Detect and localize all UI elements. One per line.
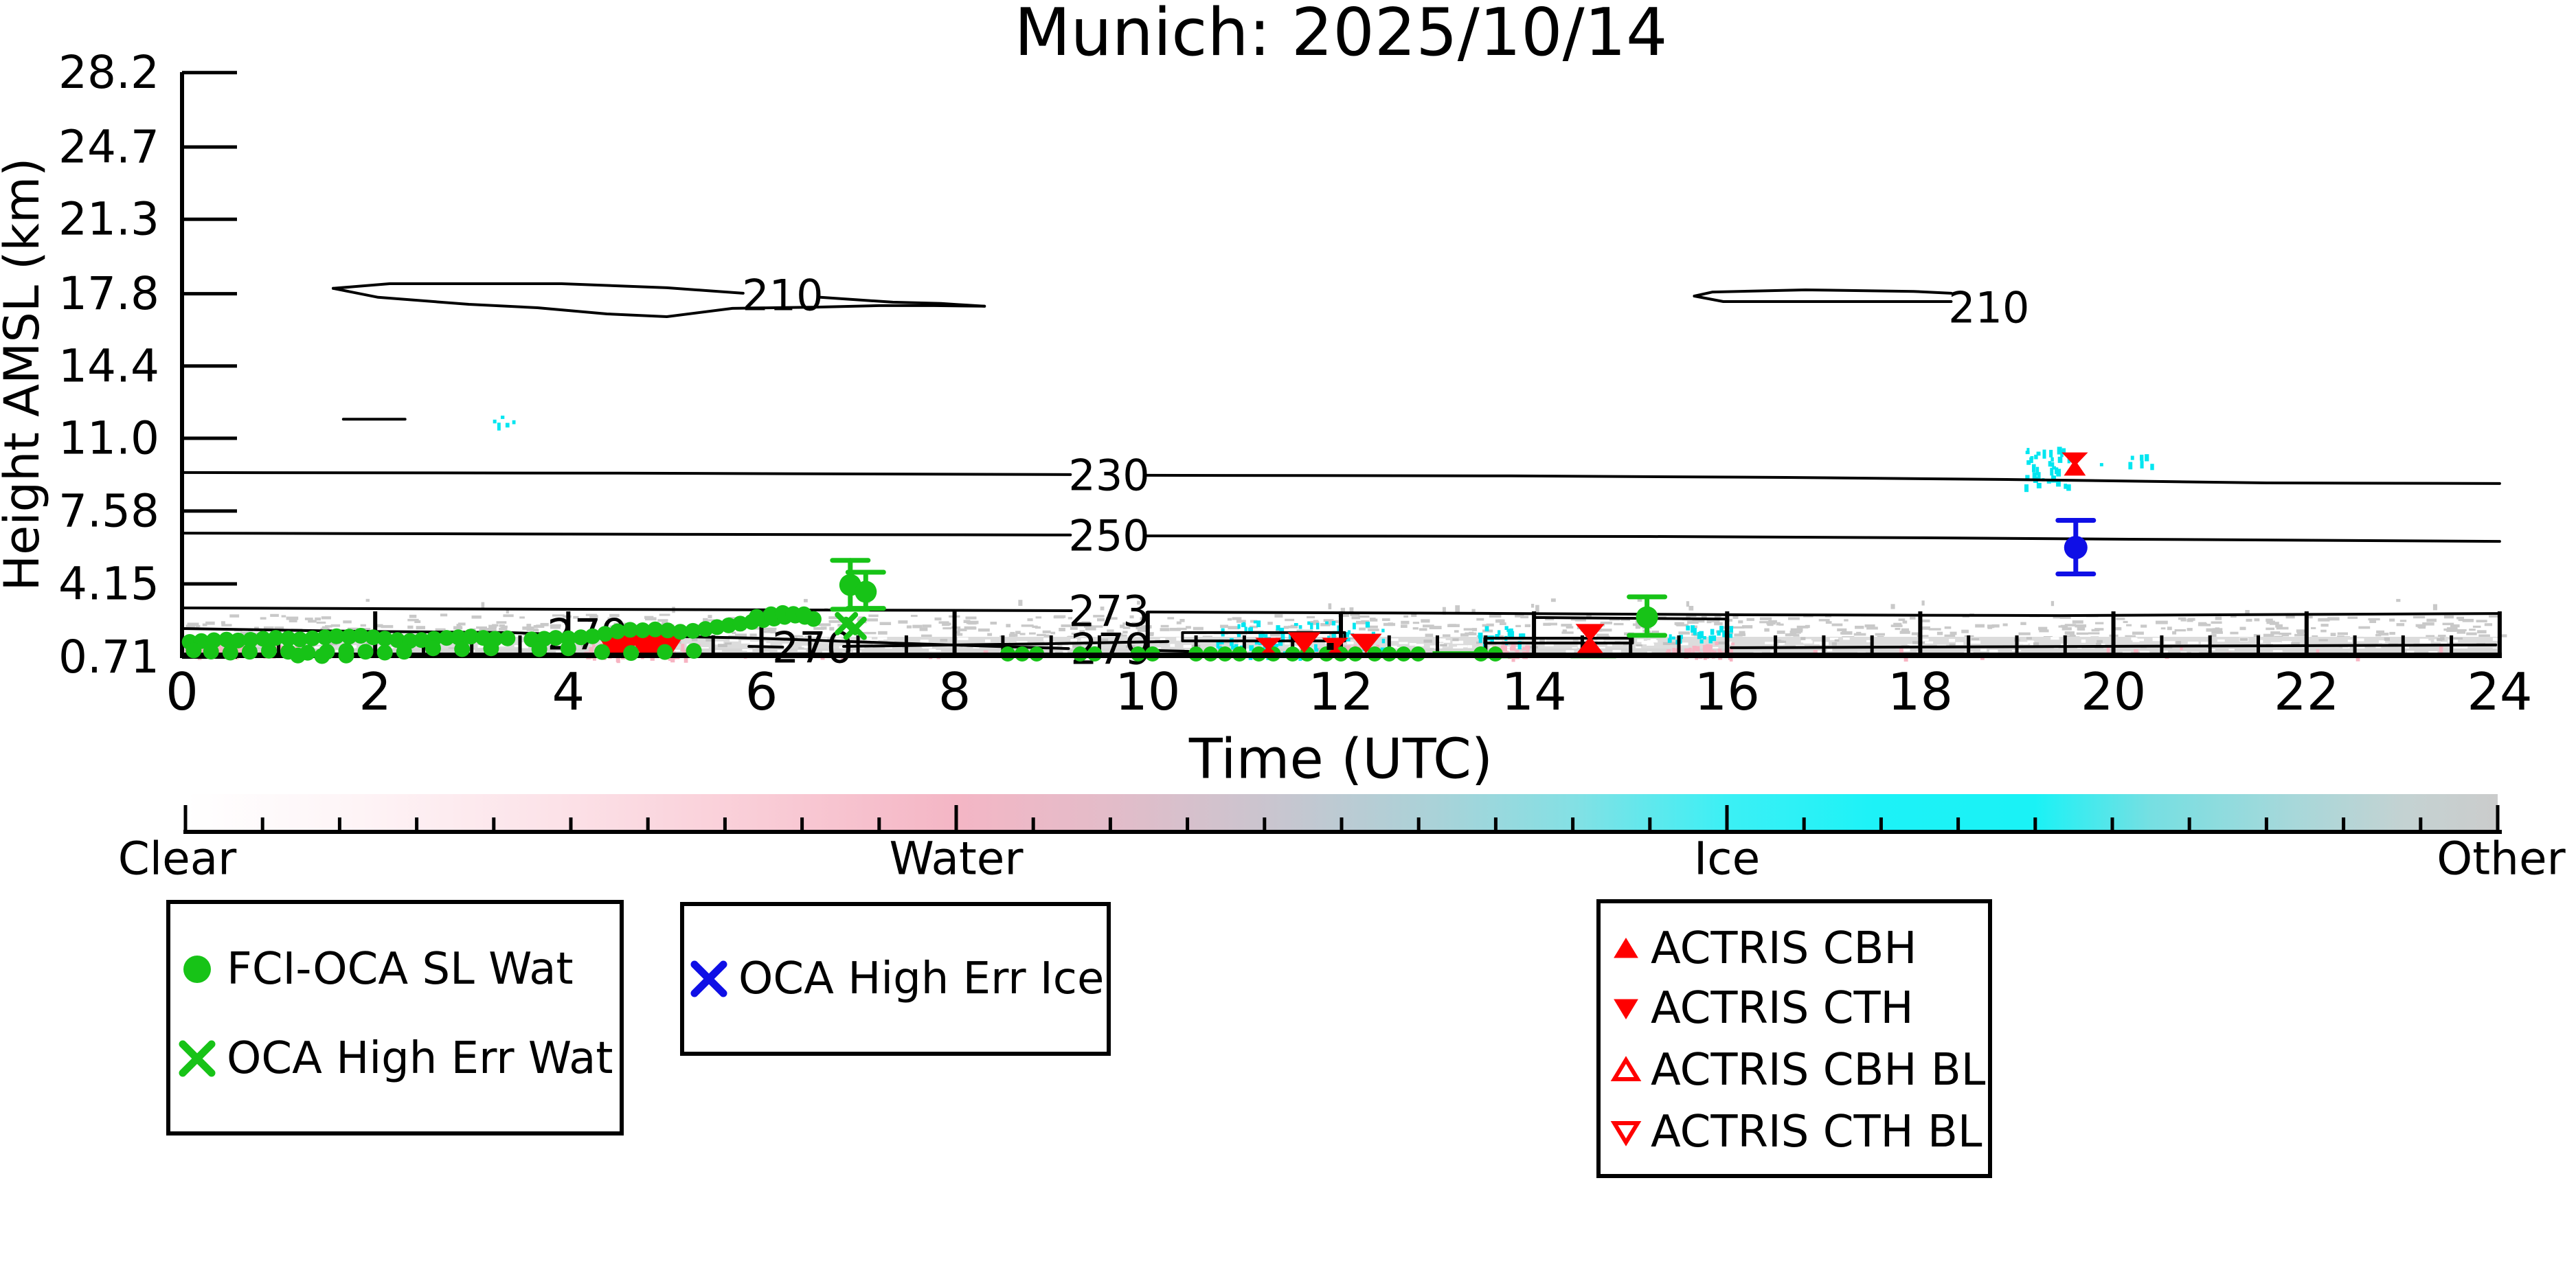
- y-tick-label: 0.71: [58, 631, 159, 683]
- x-tick-label: 12: [1308, 662, 1373, 722]
- axis-ticks: [180, 71, 2502, 659]
- y-tick-label: 17.8: [58, 267, 159, 320]
- x-tick-label: 14: [1501, 662, 1566, 722]
- axes-spines: [180, 72, 2502, 658]
- x-tick-label: 10: [1115, 662, 1180, 722]
- y-tick-label: 11.0: [58, 412, 159, 465]
- y-tick-label: 24.7: [58, 121, 159, 174]
- legend-label: ACTRIS CTH: [1651, 983, 1914, 1034]
- contour-label: 230: [1068, 450, 1149, 500]
- x-tick-label: 22: [2274, 662, 2339, 722]
- x-axis-label: Time (UTC): [1188, 727, 1493, 791]
- x-tick-label: 18: [1888, 662, 1953, 722]
- x-tick-label: 16: [1695, 662, 1760, 722]
- colorbar-label: Clear: [118, 833, 237, 885]
- legend-label: OCA High Err Wat: [227, 1033, 613, 1084]
- data-markers: [181, 452, 2097, 664]
- contour-label: 210: [742, 271, 823, 321]
- legend-label: ACTRIS CBH: [1651, 923, 1917, 974]
- colorbar: Clear Water Ice Other: [118, 794, 2566, 885]
- y-axis-label: Height AMSL (km): [0, 158, 50, 591]
- x-tick-label: 4: [552, 662, 585, 722]
- x-tick-label: 24: [2467, 662, 2532, 722]
- colorbar-label: Other: [2437, 833, 2566, 885]
- contour-label: 273: [1068, 586, 1149, 636]
- legend-box-1: OCA High Err Ice: [680, 902, 1111, 1056]
- legend-label: OCA High Err Ice: [738, 953, 1104, 1004]
- chart-title: Munich: 2025/10/14: [1015, 0, 1668, 71]
- y-tick-label: 4.15: [58, 558, 159, 611]
- y-tick-label: 14.4: [58, 339, 159, 392]
- legend-label: FCI-OCA SL Wat: [227, 944, 574, 995]
- y-tick-label: 7.58: [58, 484, 159, 537]
- colorbar-label: Water: [889, 833, 1024, 885]
- contour-label: 210: [1948, 282, 2029, 332]
- colorbar-label: Ice: [1694, 833, 1760, 885]
- legend-label: ACTRIS CTH BL: [1651, 1107, 1982, 1157]
- legend-label: ACTRIS CBH BL: [1651, 1045, 1986, 1096]
- x-tick-label: 2: [359, 662, 392, 722]
- x-tick-label: 0: [166, 662, 199, 722]
- x-tick-label: 20: [2081, 662, 2146, 722]
- contour-label: 250: [1068, 511, 1149, 561]
- y-tick-label: 21.3: [58, 193, 159, 246]
- x-tick-label: 6: [745, 662, 778, 722]
- y-tick-label: 28.2: [58, 46, 159, 99]
- x-tick-label: 8: [938, 662, 971, 722]
- legend-box-2: ACTRIS CBH ACTRIS CTH ACTRIS CBH BL ACTRIS …: [1596, 899, 1992, 1178]
